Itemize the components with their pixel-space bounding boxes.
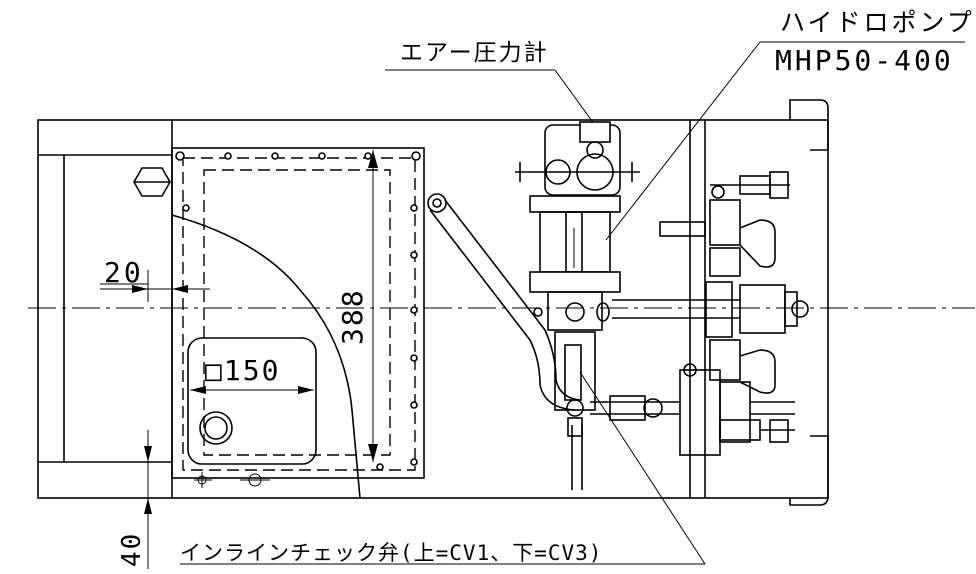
cover-plate	[171, 147, 425, 499]
discharge-piping	[590, 299, 740, 421]
equipment-housing	[37, 119, 829, 499]
valve-middle	[705, 281, 809, 338]
dimension-bottom-label: 40	[117, 532, 147, 567]
dimension-height-label: 388	[336, 288, 369, 345]
handle-bottom	[789, 435, 829, 506]
air-gauge-label: エアー圧力計	[400, 40, 549, 66]
piping	[427, 193, 583, 490]
check-valve-label: インラインチェック弁(上=CV1、下=CV3)	[180, 541, 602, 565]
hex-plug-fitting	[133, 167, 171, 197]
check-valve-callout: インラインチェック弁(上=CV1、下=CV3)	[180, 371, 706, 565]
hydro-pump-callout: ハイドロポンプ MHP50-400	[605, 8, 975, 241]
valve-bottom	[679, 339, 795, 456]
hydro-pump	[515, 124, 640, 437]
dimension-offset-label: 20	[104, 256, 144, 289]
bottom-screws	[194, 472, 270, 488]
valve-top	[659, 171, 790, 277]
dimension-square-label: □150	[205, 354, 280, 387]
dimension-height: 388	[336, 150, 378, 462]
air-gauge-callout: エアー圧力計	[385, 40, 601, 133]
air-pressure-gauge	[579, 121, 611, 159]
hydro-pump-name-label: ハイドロポンプ	[780, 8, 975, 37]
dimension-bottom: 40	[117, 430, 172, 569]
square-opening: □150	[187, 337, 317, 465]
dimension-offset: 20	[100, 256, 210, 302]
hydro-pump-model-label: MHP50-400	[775, 44, 954, 77]
cover-bolts	[175, 151, 421, 471]
handle-top	[789, 99, 829, 151]
